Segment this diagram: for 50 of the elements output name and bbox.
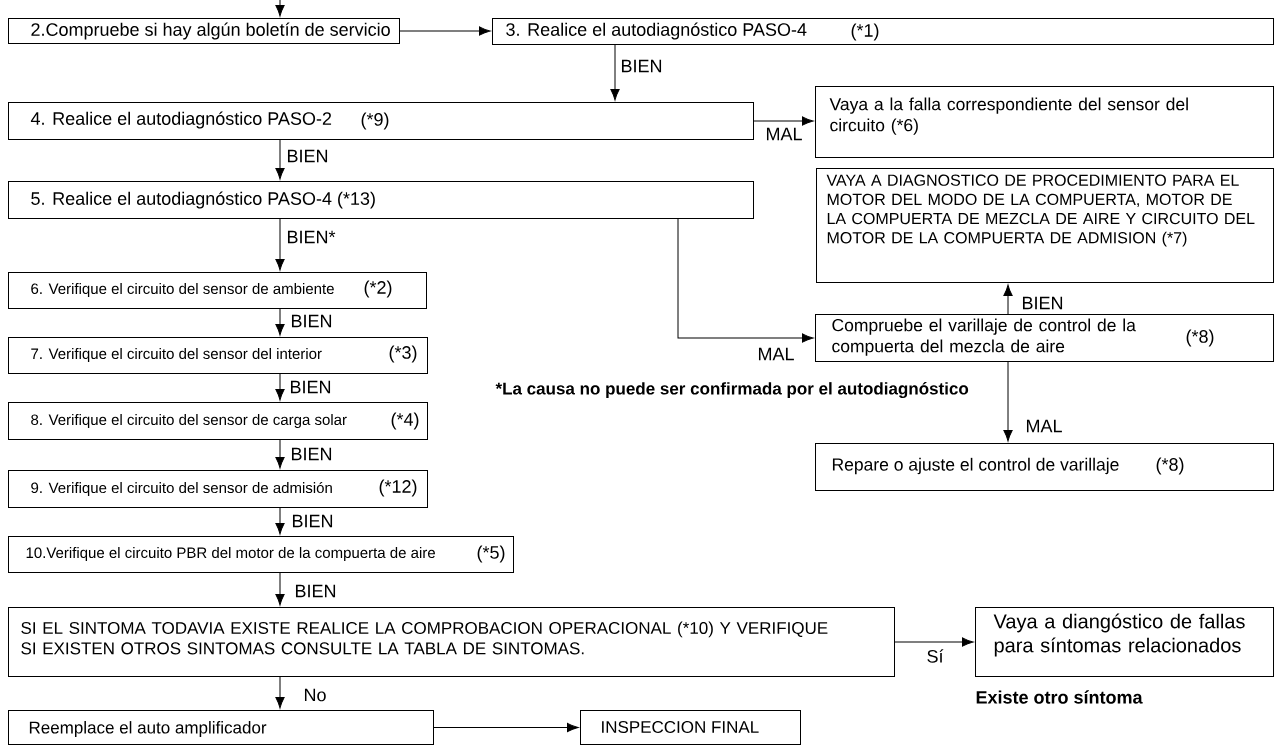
edge-label: MAL (756, 346, 796, 362)
process-box: 4. Realice el autodiagnóstico PASO-2 (*9) (8, 102, 754, 140)
edge-label: BIEN (288, 379, 333, 395)
arrow (275, 373, 285, 401)
arrow (433, 722, 579, 733)
process-box: 5. Realice el autodiagnóstico PASO-4 (*13) (8, 181, 754, 219)
edge-label: BIEN (285, 148, 330, 164)
arrow (275, 0, 285, 17)
process-box: VAYA A DIAGNOSTICO DE PROCEDIMIENTO PARA EL MOTOR DEL MODO DE LA COMPUERTA, MOTOR DE LA COMPUERTA DE MEZCLA DE AIRE Y CIRCUITO DEL MOTOR DE LA COMPUERTA DE ADMISION (*7) (816, 168, 1274, 283)
arrow (275, 218, 285, 271)
arrow (894, 637, 974, 647)
edge-label: No (302, 687, 328, 703)
edge-label: Sí (925, 648, 945, 664)
process-box: Compruebe el varillaje de control de la compuerta del mezcla de aire (*8) (815, 314, 1274, 362)
process-box: Reemplace el auto amplificador (8, 710, 434, 745)
arrow (753, 116, 814, 126)
process-box: 3. Realice el autodiagnóstico PASO-4 (*1) (492, 18, 1274, 45)
note-text: Existe otro síntoma (976, 690, 1143, 704)
process-box: Vaya a la falla correspondiente del sensor del circuito (*6) (815, 86, 1274, 158)
process-box: 2.Compruebe si hay algún boletín de servicio (8, 18, 400, 44)
arrow (610, 44, 620, 101)
edge-label: MAL (1024, 418, 1064, 434)
process-box: 10.Verifique el circuito PBR del motor de la compuerta de aire (*5) (8, 536, 514, 573)
edge-label: BIEN (1020, 295, 1065, 311)
arrow (275, 308, 285, 336)
arrow (275, 676, 285, 709)
note-text: *La causa no puede ser confirmada por el autodiagnóstico (495, 381, 969, 399)
arrow (1003, 361, 1013, 442)
process-box: 8. Verifique el circuito del sensor de carga solar (*4) (8, 402, 428, 440)
edge-label: BIEN (289, 446, 334, 462)
arrow (275, 572, 285, 606)
arrow (275, 139, 285, 180)
edge-label: BIEN* (285, 229, 337, 245)
process-box: Repare o ajuste el control de varillaje (*8) (815, 443, 1274, 491)
arrow (1003, 284, 1013, 315)
arrow (677, 218, 814, 343)
process-box: 7. Verifique el circuito del sensor del interior (*3) (8, 337, 428, 374)
arrow (275, 507, 285, 535)
process-box: Vaya a diangóstico de fallas para síntomas relacionados (975, 607, 1274, 677)
process-box: 9. Verifique el circuito del sensor de admisión (*12) (8, 470, 428, 508)
edge-label: BIEN (293, 583, 338, 599)
arrow (275, 439, 285, 469)
edge-label: MAL (764, 126, 804, 142)
edge-label: BIEN (290, 513, 335, 529)
edge-label: BIEN (619, 58, 664, 74)
arrow (399, 26, 491, 36)
edge-label: BIEN (289, 313, 334, 329)
process-box: 6. Verifique el circuito del sensor de ambiente (*2) (8, 272, 427, 309)
process-box: SI EL SINTOMA TODAVIA EXISTE REALICE LA COMPROBACION OPERACIONAL (*10) Y VERIFIQUE SI EXISTEN OTROS SINTOMAS CONSULTE LA TABLA DE SINTOMAS. (8, 607, 895, 677)
process-box: INSPECCION FINAL (580, 710, 801, 745)
